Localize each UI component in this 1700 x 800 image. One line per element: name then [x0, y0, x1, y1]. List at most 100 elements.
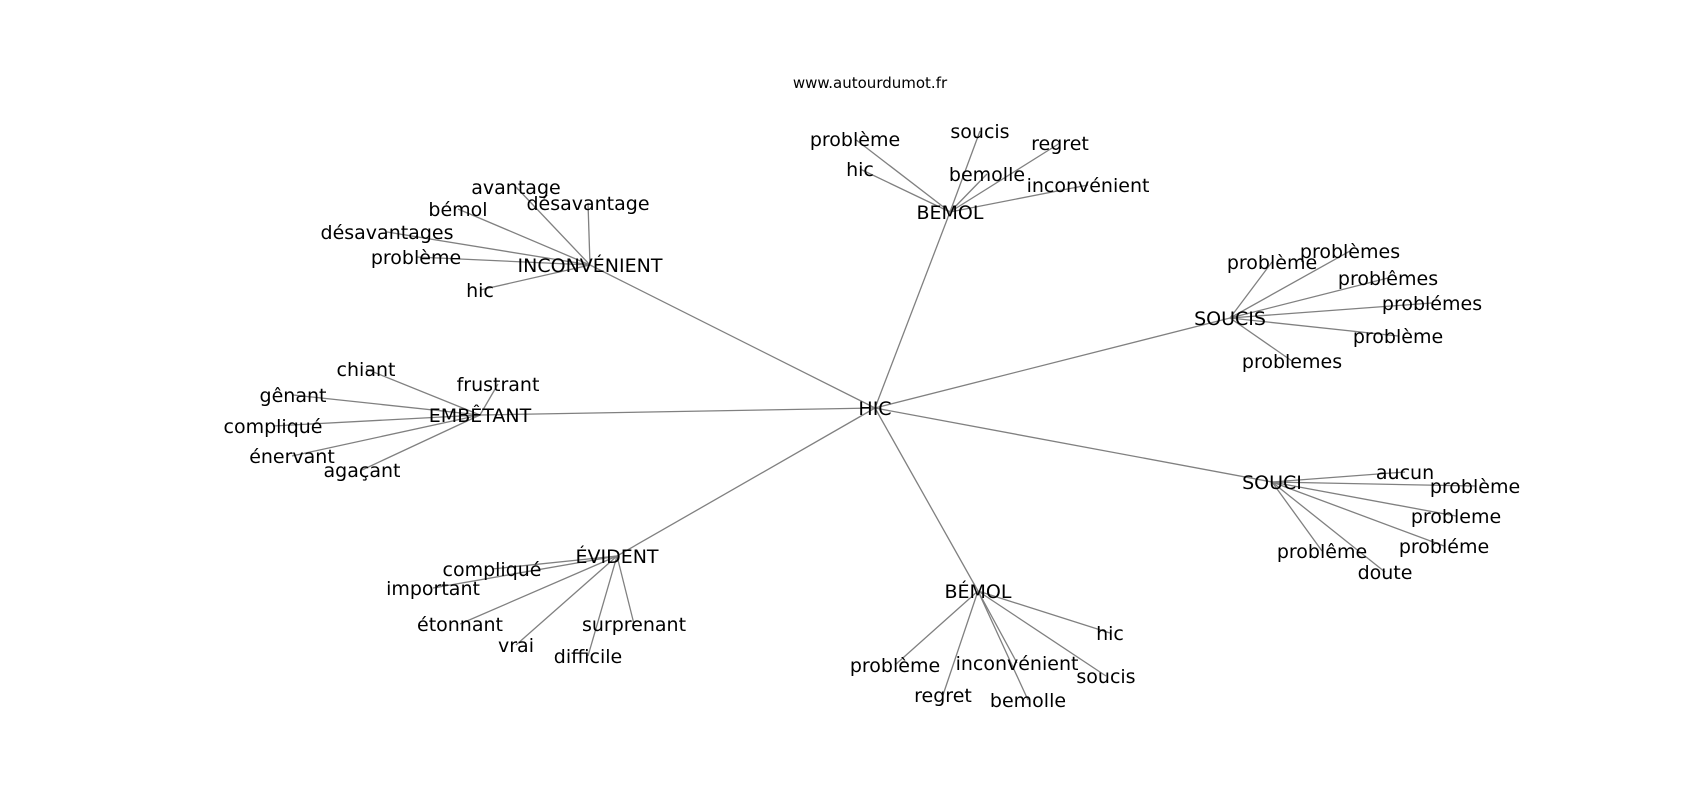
edge-hub-to-word [1271, 481, 1457, 517]
word-node-label: surprenant [582, 614, 686, 636]
word-node-label: regret [1031, 133, 1089, 155]
edge-root-to-hub [874, 211, 951, 409]
word-node-label: vrai [498, 635, 534, 657]
edge-hub-to-word [1271, 481, 1445, 547]
word-node-label: compliqué [443, 559, 542, 581]
graph-edges [272, 130, 1476, 701]
edge-hub-to-word [854, 138, 951, 213]
word-node-label: bémol [428, 199, 487, 221]
edge-hub-to-word [1229, 317, 1399, 337]
edge-hub-to-word [1271, 481, 1476, 487]
word-node-label: aucun [1376, 462, 1434, 484]
edge-hub-to-word [292, 394, 481, 416]
edge-hub-to-word [361, 414, 481, 471]
word-node-label: énervant [249, 446, 335, 468]
root-node-label: HIC [858, 398, 891, 420]
word-node-label: hic [846, 159, 874, 181]
edge-hub-to-word [949, 130, 981, 213]
word-node-label: soucis [1076, 666, 1135, 688]
edge-hub-to-word [977, 590, 1018, 664]
edge-hub-to-word [1229, 277, 1389, 319]
word-node-label: probléme [1399, 536, 1489, 558]
edge-hub-to-word [386, 231, 591, 266]
edge-hub-to-word [459, 555, 618, 625]
word-node-label: problemes [1242, 351, 1342, 373]
edge-hub-to-word [515, 186, 591, 266]
edge-hub-to-word [1271, 471, 1406, 483]
word-node-label: frustrant [457, 374, 540, 396]
edge-hub-to-word [1229, 250, 1351, 319]
word-node-label: problême [1277, 541, 1367, 563]
word-node-label: problème [850, 655, 940, 677]
word-node-label: problème [810, 129, 900, 151]
edge-hub-to-word [1229, 261, 1273, 319]
word-node-label: agaçant [324, 460, 401, 482]
word-node-label: problèmes [1300, 241, 1400, 263]
word-node-label: doute [1358, 562, 1413, 584]
edge-hub-to-word [432, 555, 618, 589]
word-node-label: désavantages [321, 222, 454, 244]
edge-hub-to-word [587, 202, 591, 266]
edge-root-to-hub [589, 264, 876, 409]
word-node-label: gênant [260, 385, 327, 407]
edge-hub-to-word [1229, 317, 1293, 362]
word-node-label: probleme [1411, 506, 1501, 528]
word-node-label: problème [371, 247, 461, 269]
edge-hub-to-word [859, 168, 951, 213]
edge-hub-to-word [977, 590, 1029, 701]
word-node-label: problème [1430, 476, 1520, 498]
edge-hub-to-word [1271, 481, 1323, 552]
edge-hub-to-word [587, 555, 618, 657]
word-node-label: inconvénient [956, 653, 1079, 675]
hub-node-label: BEMOL [917, 202, 984, 224]
word-node-label: soucis [950, 121, 1009, 143]
edge-root-to-hub [874, 317, 1231, 409]
edge-hub-to-word [977, 590, 1111, 634]
edge-hub-to-word [415, 256, 591, 266]
edge-hub-to-word [291, 414, 481, 457]
edge-hub-to-word [894, 590, 979, 666]
word-node-label: désavantage [526, 193, 649, 215]
word-node-label: hic [466, 280, 494, 302]
word-node-label: problémes [1382, 293, 1482, 315]
word-node-label: compliqué [224, 416, 323, 438]
hub-node-label: ÉVIDENT [575, 545, 658, 568]
graph-labels: HIC BEMOL problème soucis regret hic bemolle in… [224, 121, 1521, 712]
edge-hub-to-word [457, 208, 591, 266]
edge-hub-to-word [491, 555, 618, 570]
edge-hub-to-word [949, 173, 988, 213]
word-node-label: chiant [337, 359, 396, 381]
word-node-label: problêmes [1338, 268, 1438, 290]
edge-hub-to-word [365, 368, 481, 416]
edge-hub-to-word [616, 555, 635, 625]
edge-root-to-hub [616, 407, 876, 557]
site-url: www.autourdumot.fr [793, 74, 948, 92]
edge-hub-to-word [1271, 481, 1386, 573]
edge-root-to-hub [874, 407, 1273, 483]
edge-hub-to-word [479, 264, 591, 291]
edge-root-to-hub [479, 407, 876, 416]
word-node-label: étonnant [417, 614, 503, 636]
edge-hub-to-word [479, 383, 499, 416]
word-node-label: hic [1096, 623, 1124, 645]
hub-node-label: SOUCIS [1194, 308, 1266, 330]
edge-hub-to-word [977, 590, 1107, 677]
hub-node-label: INCONVÉNIENT [518, 254, 663, 277]
word-node-label: bemolle [990, 690, 1066, 712]
edge-root-to-hub [874, 407, 979, 592]
word-node-label: problème [1227, 252, 1317, 274]
word-node-label: problème [1353, 326, 1443, 348]
edge-hub-to-word [1229, 302, 1433, 319]
word-node-label: inconvénient [1027, 175, 1150, 197]
hub-node-label: SOUCI [1242, 472, 1302, 494]
word-node-label: important [386, 578, 480, 600]
edge-hub-to-word [515, 555, 618, 646]
edge-hub-to-word [942, 590, 979, 696]
edge-hub-to-word [272, 414, 481, 427]
hub-node-label: BÉMOL [945, 580, 1012, 603]
word-node-label: regret [914, 685, 972, 707]
edge-hub-to-word [949, 184, 1089, 213]
word-node-label: difficile [554, 646, 622, 668]
hub-node-label: EMBÊTANT [429, 404, 532, 427]
